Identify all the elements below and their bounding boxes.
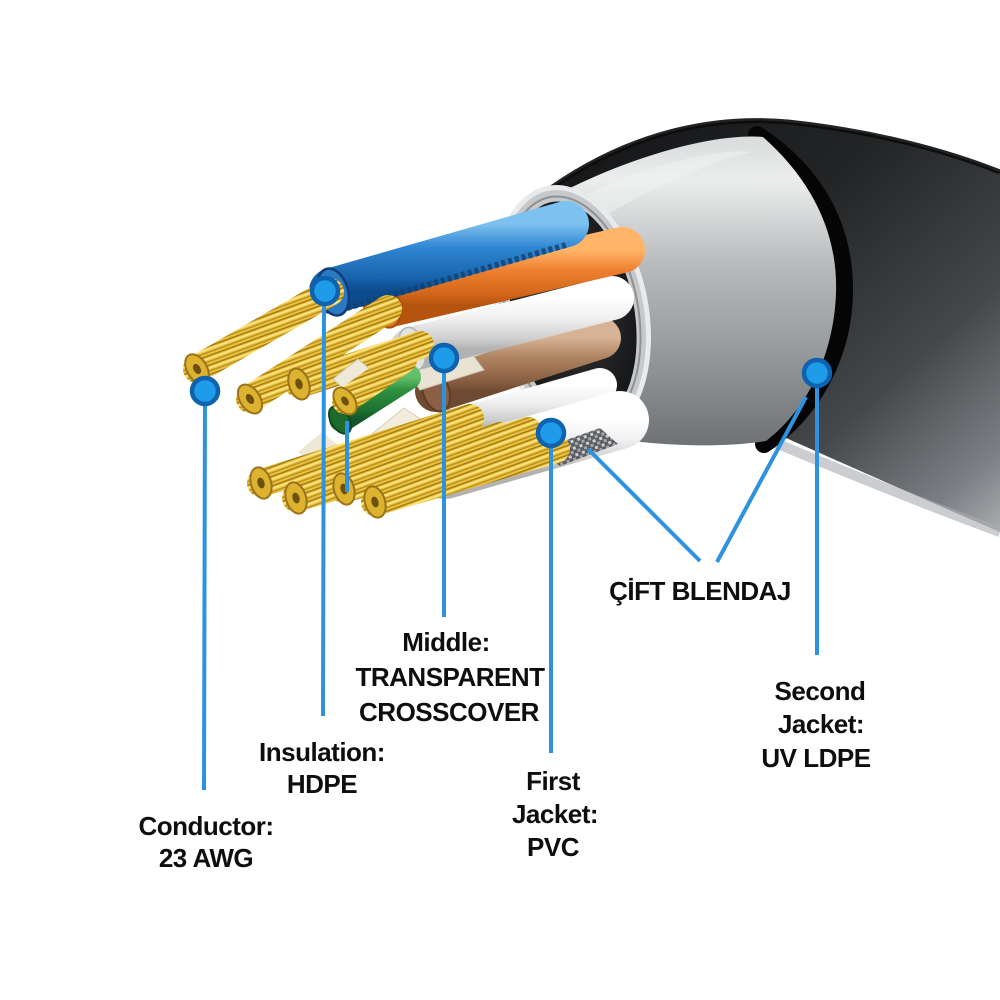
callout-insulation: Insulation: HDPE	[259, 737, 385, 799]
marker-dot-conductor	[189, 375, 221, 407]
leader-line-shield-right	[715, 396, 808, 563]
callout-first-jacket: First Jacket: PVC	[512, 766, 599, 862]
conductor-wire-7	[330, 417, 542, 506]
callout-second-jacket: Second Jacket: UV LDPE	[761, 676, 871, 773]
marker-dot-insulation	[309, 275, 341, 307]
second-jacket-cut-edge	[748, 126, 854, 453]
label-first-jacket-line-3: PVC	[527, 832, 580, 862]
marker-dot-first-jacket	[535, 417, 567, 449]
marker-dot-second-jacket	[801, 357, 833, 389]
leader-line-conductor	[202, 390, 207, 791]
conductor-wire-5	[247, 404, 484, 500]
label-first-jacket-line-1: First	[526, 766, 581, 796]
label-middle-line-3: CROSSCOVER	[359, 697, 540, 727]
label-insulation-line-1: Insulation:	[259, 737, 385, 767]
marker-dot-middle	[428, 342, 460, 374]
conductor-wire-8	[361, 435, 570, 519]
callout-middle: Middle: TRANSPARENT CROSSCOVER	[355, 627, 545, 727]
callout-conductor: Conductor: 23 AWG	[138, 811, 274, 873]
label-insulation-line-2: HDPE	[287, 769, 357, 799]
foil-shield-highlight	[564, 151, 752, 248]
label-conductor-line-2: 23 AWG	[159, 843, 253, 873]
outer-jacket-top-edge	[538, 118, 1000, 199]
conductor-wire-2	[236, 295, 402, 415]
label-middle-line-1: Middle:	[402, 627, 490, 657]
label-first-jacket-line-2: Jacket:	[512, 799, 598, 829]
leader-line-shield-left	[586, 447, 702, 563]
label-double-shield: ÇİFT BLENDAJ	[609, 576, 791, 606]
label-second-jacket-line-1: Second	[775, 676, 866, 706]
label-second-jacket-line-2: Jacket:	[778, 709, 864, 739]
label-conductor-line-1: Conductor:	[138, 811, 273, 841]
conductor-wire-4	[332, 347, 417, 416]
label-second-jacket-line-3: UV LDPE	[761, 743, 870, 773]
label-middle-line-2: TRANSPARENT	[355, 662, 545, 692]
callout-double-shield: ÇİFT BLENDAJ	[609, 576, 791, 606]
leader-line-insulation	[321, 302, 326, 717]
